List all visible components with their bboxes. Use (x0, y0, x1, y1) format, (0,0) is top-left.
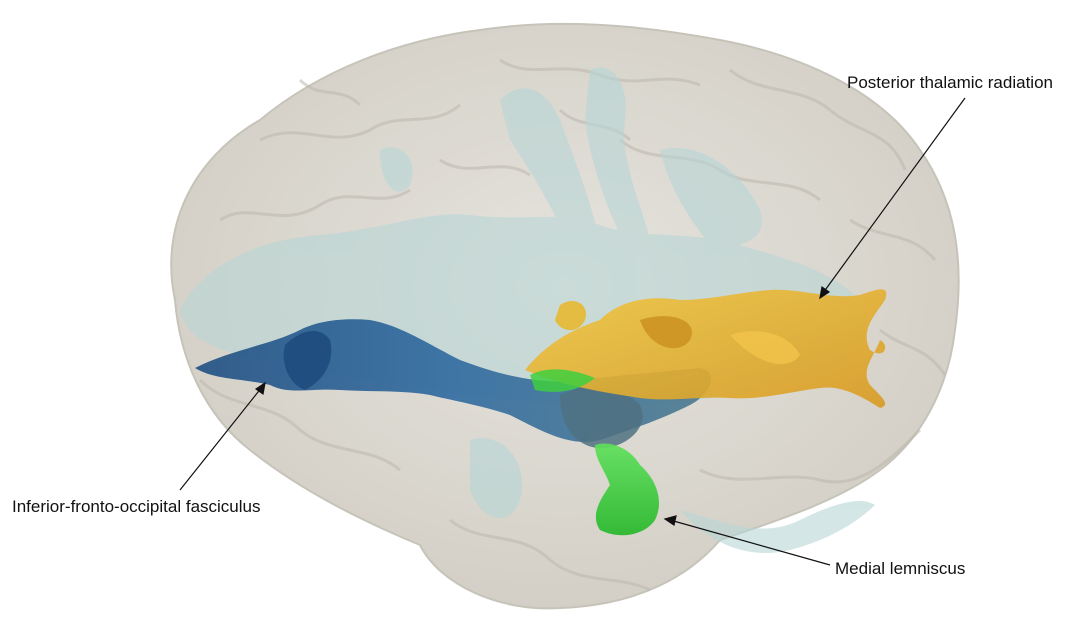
inferior-fronto-occipital-fasciculus-label: Inferior-fronto-occipital fasciculus (12, 497, 260, 517)
posterior-thalamic-radiation-label: Posterior thalamic radiation (847, 73, 1053, 93)
medial-lemniscus-label: Medial lemniscus (835, 559, 965, 579)
